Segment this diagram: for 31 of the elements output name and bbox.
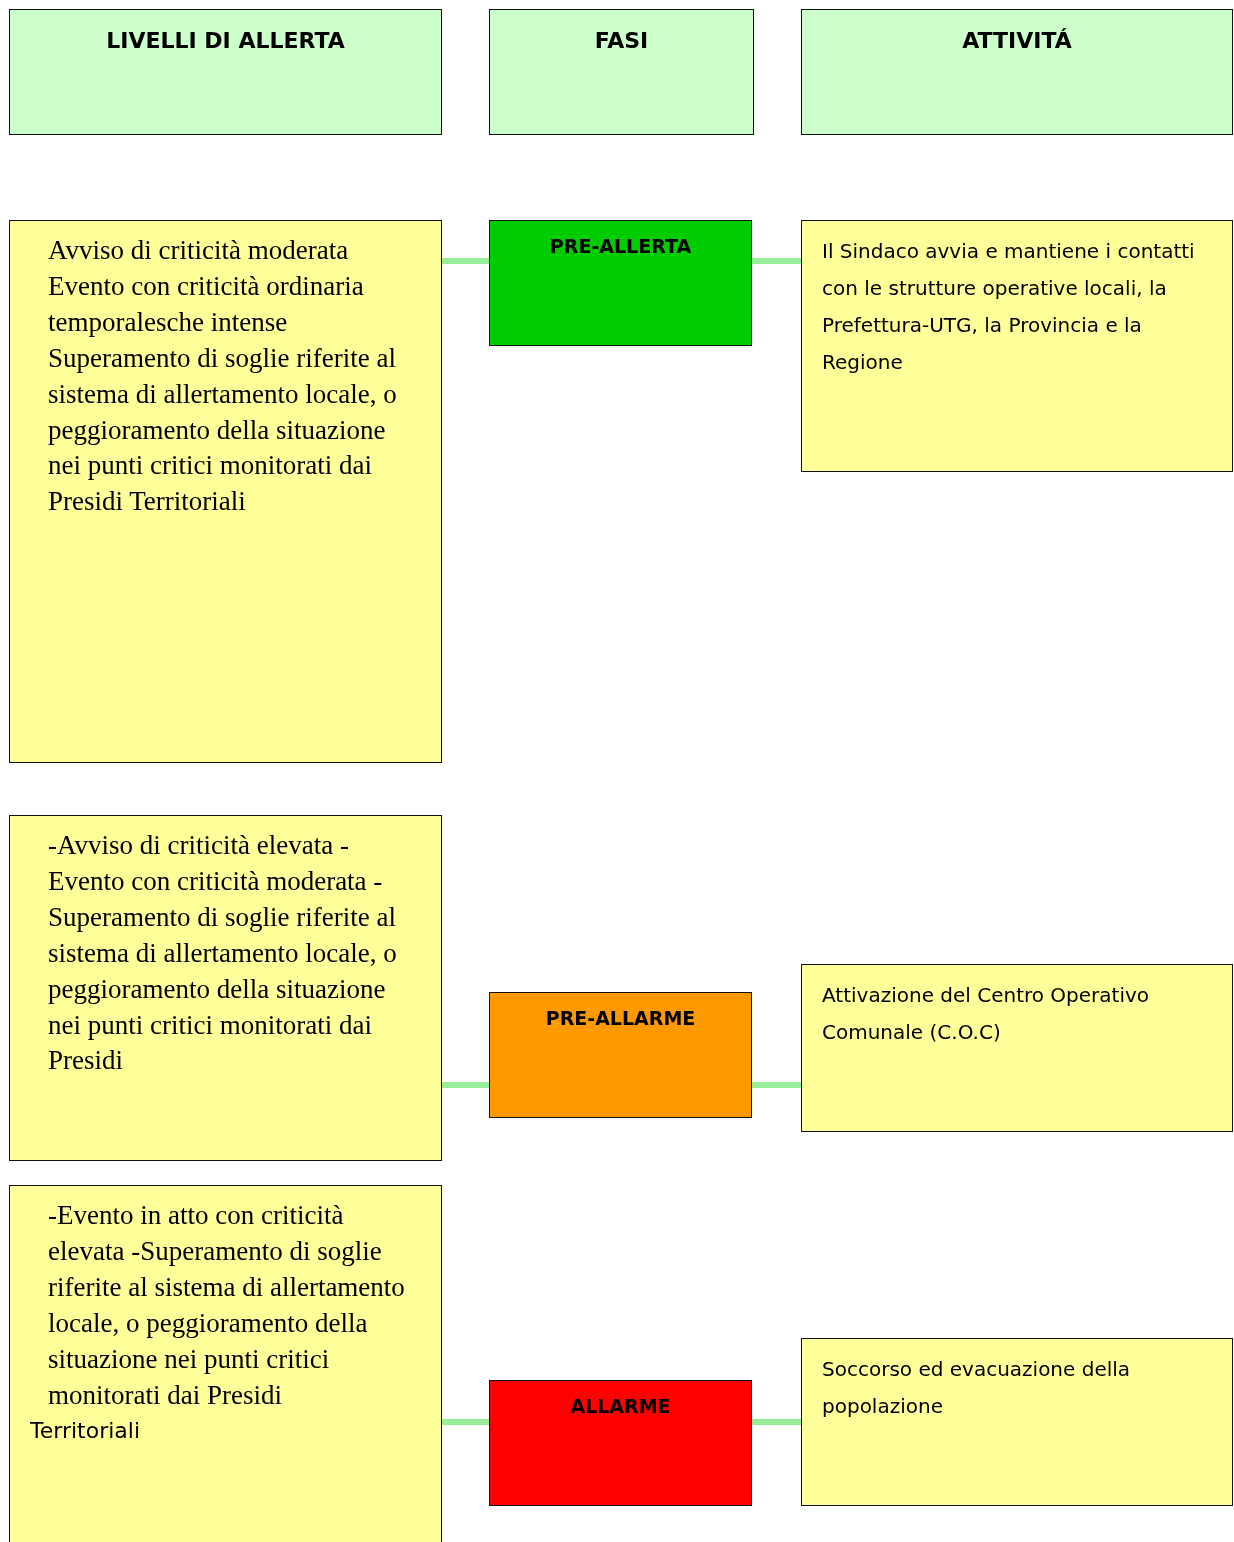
alert-level-box [9,220,442,763]
connector-line [442,1082,489,1088]
column-header [801,9,1233,135]
connector-line [752,258,801,264]
alert-level-box [9,1185,442,1542]
description-text: Attivazione del Centro Operativo Comunale (C.O.C) [822,982,1151,1046]
phase-box [489,1380,752,1506]
description-text: Soccorso ed evacuazione della popolazione [822,1356,1132,1420]
connector-line [752,1082,801,1088]
column-header [9,9,442,135]
alert-level-box [9,815,442,1161]
column-title: LIVELLI DI ALLERTA [105,28,346,53]
column-header [489,9,754,135]
phase-label: ALLARME [569,1395,672,1417]
activity-box [801,1338,1233,1506]
activity-box [801,964,1233,1132]
column-title: FASI [593,28,650,53]
connector-line [752,1419,801,1425]
phase-box [489,992,752,1118]
connector-line [442,258,489,264]
activity-box [801,220,1233,472]
description-text: -Evento in atto con criticità elevata -Superamento di soglie riferite al sistema di allertamento locale, o peggioramento della situazione nei punti critici monitorati dai Presidi [48,1199,406,1412]
phase-label: PRE-ALLARME [544,1007,697,1029]
connector-line [442,1419,489,1425]
column-title: ATTIVITÁ [961,28,1073,53]
phase-box [489,220,752,346]
description-text: Avviso di criticità moderata Evento con criticità ordinaria temporalesche intense Superamento di soglie riferite al sistema di allertamento locale, o peggioramento della situazione nei punti critici monitorati dai Presidi Territoriali [48,234,398,519]
description-text: Il Sindaco avvia e mantiene i contatti con le strutture operative locali, la Prefettura-UTG, la Provincia e la Regione [822,238,1196,376]
description-text: -Avviso di criticità elevata -Evento con criticità moderata -Superamento di soglie riferite al sistema di allertamento locale, o peggioramento della situazione nei punti critici monitorati dai Presidi [48,829,398,1078]
phase-label: PRE-ALLERTA [548,235,693,257]
description-text: Territoriali [30,1417,141,1446]
